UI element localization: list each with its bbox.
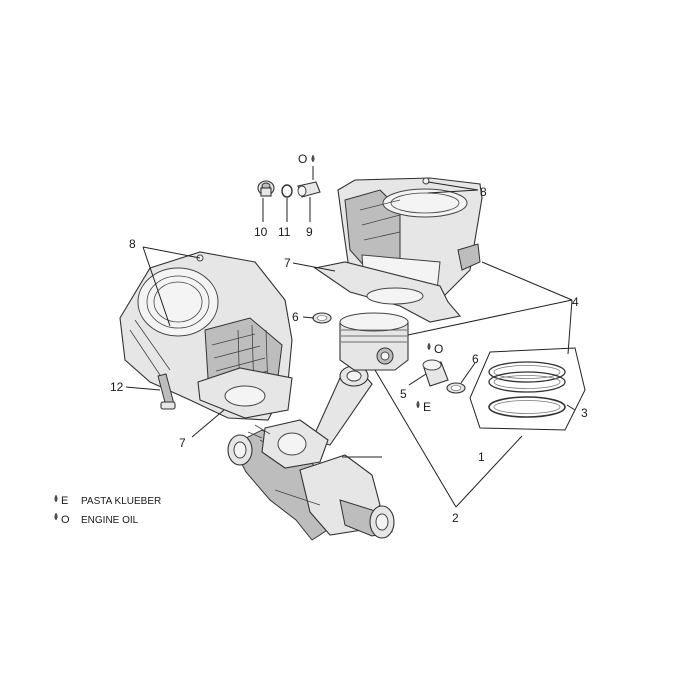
gasket-left bbox=[197, 367, 293, 419]
circlip-left bbox=[312, 312, 332, 324]
oil-marker-top: O bbox=[298, 152, 307, 166]
callout-9: 9 bbox=[306, 225, 313, 239]
pin-9 bbox=[297, 181, 321, 198]
oil-drop-icon bbox=[427, 342, 431, 351]
callout-7-top: 7 bbox=[284, 256, 291, 270]
cap-10 bbox=[257, 180, 275, 197]
callout-12: 12 bbox=[110, 380, 124, 394]
callout-10: 10 bbox=[254, 225, 268, 239]
callout-2: 2 bbox=[452, 511, 459, 525]
legend-oil-label: ENGINE OIL bbox=[81, 515, 139, 526]
gasket-right bbox=[313, 261, 462, 323]
legend-paste-label: PASTA KLUEBER bbox=[81, 496, 161, 507]
paste-drop-icon bbox=[416, 400, 420, 409]
oil-marker-piston: O bbox=[434, 342, 443, 356]
crankshaft bbox=[227, 429, 395, 541]
callout-8-right: 8 bbox=[480, 185, 487, 199]
lubricant-markers: O O E bbox=[298, 152, 443, 414]
piston bbox=[339, 312, 409, 371]
piston-ring-set bbox=[469, 347, 586, 431]
oil-drop-icon bbox=[311, 154, 315, 163]
callout-6-right: 6 bbox=[472, 352, 479, 366]
leader-lines bbox=[125, 166, 576, 508]
paste-drop-icon bbox=[54, 494, 58, 503]
bolt-12 bbox=[157, 373, 176, 410]
circlip-right bbox=[446, 382, 466, 394]
oil-drop-icon bbox=[54, 512, 58, 521]
connecting-rod bbox=[247, 365, 373, 469]
callout-7-bottom: 7 bbox=[179, 436, 186, 450]
washer-11 bbox=[281, 184, 293, 198]
callout-6-left: 6 bbox=[292, 310, 299, 324]
piston-pin bbox=[422, 359, 449, 387]
legend-oil-key: O bbox=[61, 514, 70, 526]
callout-8-left: 8 bbox=[129, 237, 136, 251]
legend-paste-key: E bbox=[61, 495, 68, 507]
legend: E PASTA KLUEBER O ENGINE OIL bbox=[54, 494, 161, 526]
callout-4: 4 bbox=[572, 295, 579, 309]
callout-11: 11 bbox=[278, 225, 291, 239]
callout-5: 5 bbox=[400, 387, 407, 401]
callout-3: 3 bbox=[581, 406, 588, 420]
paste-marker-pin: E bbox=[423, 400, 431, 414]
callout-1: 1 bbox=[478, 450, 485, 464]
callout-labels: 1 2 3 4 5 6 6 7 7 8 8 9 10 11 12 bbox=[110, 185, 588, 525]
